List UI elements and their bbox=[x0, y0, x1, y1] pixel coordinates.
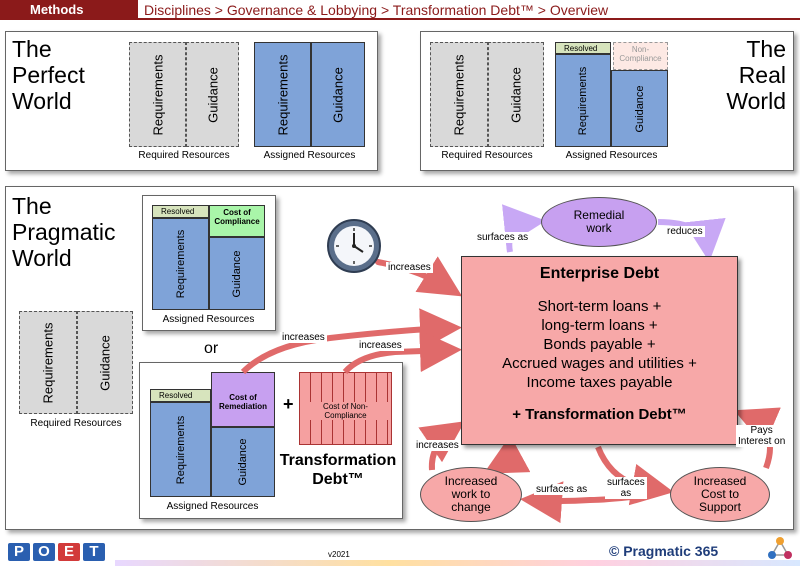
option-a-resolved-block: Resolved bbox=[152, 205, 209, 218]
pragmatic-required-guidance: Guidance bbox=[77, 311, 133, 414]
label-surfaces-as-mid: surfaces as bbox=[605, 477, 647, 499]
transformation-debt-label: Transformation Debt™ bbox=[279, 452, 397, 488]
label-pays-interest: Pays Interest on bbox=[736, 425, 788, 447]
poet-logo-o: O bbox=[33, 543, 55, 561]
perfect-assigned-caption: Assigned Resources bbox=[263, 150, 356, 161]
label-increases-noncompliance: increases bbox=[357, 340, 404, 351]
real-noncompliance-block: Non- Compliance bbox=[613, 42, 668, 70]
pragmatic-required-requirements: Requirements bbox=[19, 311, 77, 414]
increased-cost-node: Increased Cost to Support bbox=[670, 467, 770, 522]
option-b-guidance: Guidance bbox=[211, 427, 275, 497]
label-surfaces-as-top: surfaces as bbox=[475, 232, 531, 243]
version-label: v2021 bbox=[328, 550, 350, 559]
cost-of-noncompliance-label: Cost of Non- Compliance bbox=[303, 402, 388, 420]
or-label: or bbox=[204, 340, 219, 357]
footer-gradient-bar bbox=[115, 560, 800, 566]
real-required-guidance: Guidance bbox=[488, 42, 544, 147]
real-assigned-caption: Assigned Resources bbox=[565, 150, 658, 161]
option-b-requirements: Requirements bbox=[150, 402, 211, 497]
molecule-logo-icon bbox=[768, 537, 792, 559]
clock-icon bbox=[327, 219, 381, 273]
poet-logo-e: E bbox=[58, 543, 80, 561]
option-a-guidance: Guidance bbox=[209, 237, 265, 310]
remedial-work-node: Remedial work bbox=[541, 197, 657, 247]
pragmatic-brand: © Pragmatic 365 bbox=[609, 543, 719, 559]
perfect-required-guidance: Guidance bbox=[186, 42, 239, 147]
real-assigned-requirements: Requirements bbox=[555, 54, 611, 147]
plus-sign: + bbox=[283, 394, 294, 414]
option-b-resolved-block: Resolved bbox=[150, 389, 211, 402]
real-assigned-guidance: Guidance bbox=[611, 70, 668, 147]
label-increases-left: increases bbox=[414, 440, 461, 451]
label-increases-clock: increases bbox=[386, 262, 433, 273]
perfect-assigned-guidance: Guidance bbox=[311, 42, 365, 147]
option-a-requirements: Requirements bbox=[152, 218, 209, 310]
cost-of-compliance-block: Cost of Compliance bbox=[209, 205, 265, 237]
breadcrumb[interactable]: Disciplines > Governance & Lobbying > Tr… bbox=[138, 0, 800, 20]
arrow-remediation-to-debt bbox=[240, 308, 462, 375]
arrow-debt-to-remedial bbox=[501, 204, 546, 253]
label-surfaces-as-bottom: surfaces as bbox=[534, 484, 590, 495]
label-reduces: reduces bbox=[665, 226, 705, 237]
real-required-caption: Required Resources bbox=[441, 150, 533, 161]
arrow-clock-to-debt bbox=[375, 256, 463, 297]
methods-tab[interactable]: Methods bbox=[0, 0, 138, 20]
real-required-requirements: Requirements bbox=[430, 42, 488, 147]
enterprise-debt-box: Enterprise Debt Short-term loans + long-… bbox=[461, 256, 738, 445]
enterprise-debt-footer: + Transformation Debt™ bbox=[512, 406, 687, 423]
increased-work-node: Increased work to change bbox=[420, 467, 522, 522]
perfect-assigned-requirements: Requirements bbox=[254, 42, 311, 147]
arrow-noncompliance-to-debt bbox=[342, 330, 462, 375]
option-a-caption: Assigned Resources bbox=[162, 314, 255, 325]
perfect-required-requirements: Requirements bbox=[129, 42, 186, 147]
enterprise-debt-title: Enterprise Debt bbox=[539, 265, 660, 282]
arrow-debt-to-increased-work bbox=[483, 435, 531, 474]
poet-logo-t: T bbox=[83, 543, 105, 561]
cost-of-remediation-block: Cost of Remediation bbox=[211, 372, 275, 427]
real-resolved-block: Resolved bbox=[555, 42, 611, 54]
label-increases-remediation: increases bbox=[280, 332, 327, 343]
perfect-required-caption: Required Resources bbox=[138, 150, 230, 161]
poet-logo-p: P bbox=[8, 543, 30, 561]
enterprise-debt-items: Short-term loans + long-term loans + Bon… bbox=[502, 298, 697, 391]
option-b-caption: Assigned Resources bbox=[166, 501, 259, 512]
pragmatic-required-caption: Required Resources bbox=[30, 418, 122, 429]
